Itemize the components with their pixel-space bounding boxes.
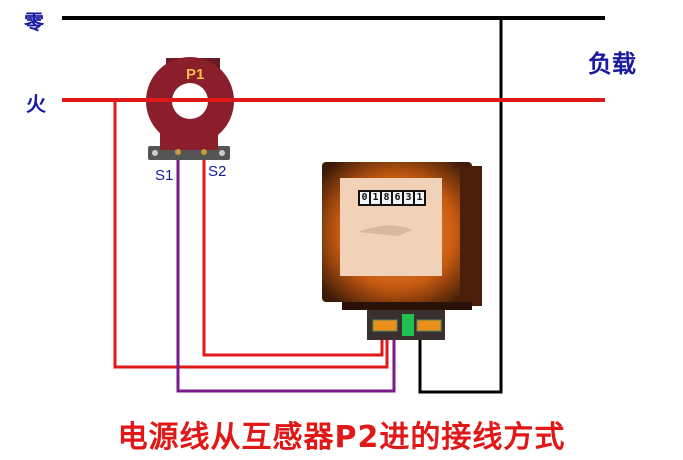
s1-label: S1: [155, 167, 174, 184]
neutral-label: 零: [24, 10, 44, 34]
current-transformer: [140, 57, 240, 160]
load-label: 负载: [588, 50, 636, 78]
energy-meter: [322, 162, 482, 340]
live-label: 火: [26, 92, 46, 116]
counter-digit: 8: [382, 192, 391, 204]
s1-wire: [176, 152, 396, 393]
counter-digit: 6: [393, 192, 402, 204]
s2-wire: [202, 152, 384, 357]
caption: 电源线从互感器P2进的接线方式: [117, 420, 566, 455]
counter-digit: 1: [415, 192, 424, 204]
counter-digit: 0: [360, 192, 369, 204]
meter-counter: 0 1 8 6 3 1: [358, 190, 426, 206]
neutral-to-meter-wire: [418, 18, 503, 394]
counter-digit: 1: [371, 192, 380, 204]
p1-label: P1: [186, 66, 205, 83]
counter-digit: 3: [404, 192, 413, 204]
s2-label: S2: [208, 163, 227, 180]
live-to-meter-wire: [113, 100, 389, 369]
